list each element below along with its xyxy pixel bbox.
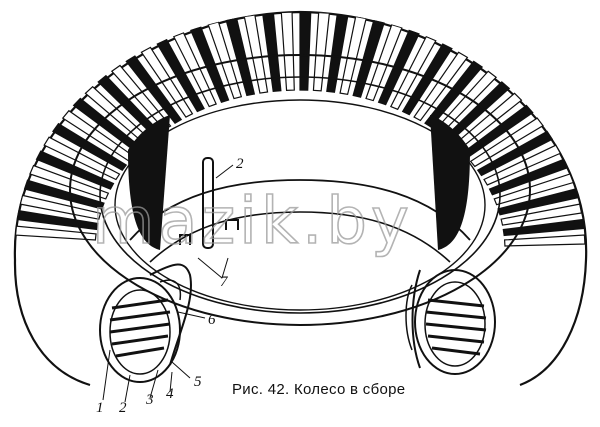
tread-block [401, 43, 453, 116]
callout-3: 3 [145, 392, 154, 408]
tread-block [207, 21, 243, 100]
tread-block [52, 122, 128, 172]
tread-block [35, 150, 115, 190]
valve-stem [179, 157, 239, 249]
tread-block [189, 26, 230, 103]
callout-7: 7 [220, 274, 229, 290]
tread-block [280, 12, 295, 91]
tread-block [243, 14, 269, 94]
tread-block [493, 173, 575, 206]
tread-block [365, 23, 403, 102]
cross-section-left [99, 263, 192, 383]
tread-block [43, 136, 121, 181]
callout-2-bottom: 2 [119, 400, 127, 416]
tread-block [339, 15, 367, 96]
tread-block [299, 12, 312, 91]
callout-4: 4 [166, 386, 174, 402]
tread-block [14, 225, 97, 241]
figure-caption: Рис. 42. Колесо в сборе [232, 381, 406, 398]
tread-block [29, 164, 110, 200]
tread-block [140, 46, 194, 118]
tread-block [502, 218, 585, 237]
tread-block [262, 12, 282, 93]
rim-shadow-left [128, 115, 170, 250]
tread-block [326, 13, 349, 93]
tread-block [476, 130, 554, 177]
tread-block [483, 144, 562, 186]
callout-6: 6 [208, 312, 216, 328]
tread-block [469, 117, 544, 168]
cross-section-right [405, 269, 496, 375]
tread-block [352, 19, 385, 98]
tread-block [503, 234, 586, 247]
rim-shadow-right [430, 115, 470, 250]
tread-block [225, 17, 256, 97]
callout-1: 1 [96, 400, 104, 416]
callout-2-top: 2 [236, 156, 244, 172]
tread-block [23, 179, 105, 210]
leader-lines [102, 164, 234, 403]
callout-5: 5 [194, 374, 202, 390]
watermark-text: mazik.by [92, 185, 413, 259]
tread-block [312, 12, 331, 92]
tread-block [497, 188, 579, 216]
